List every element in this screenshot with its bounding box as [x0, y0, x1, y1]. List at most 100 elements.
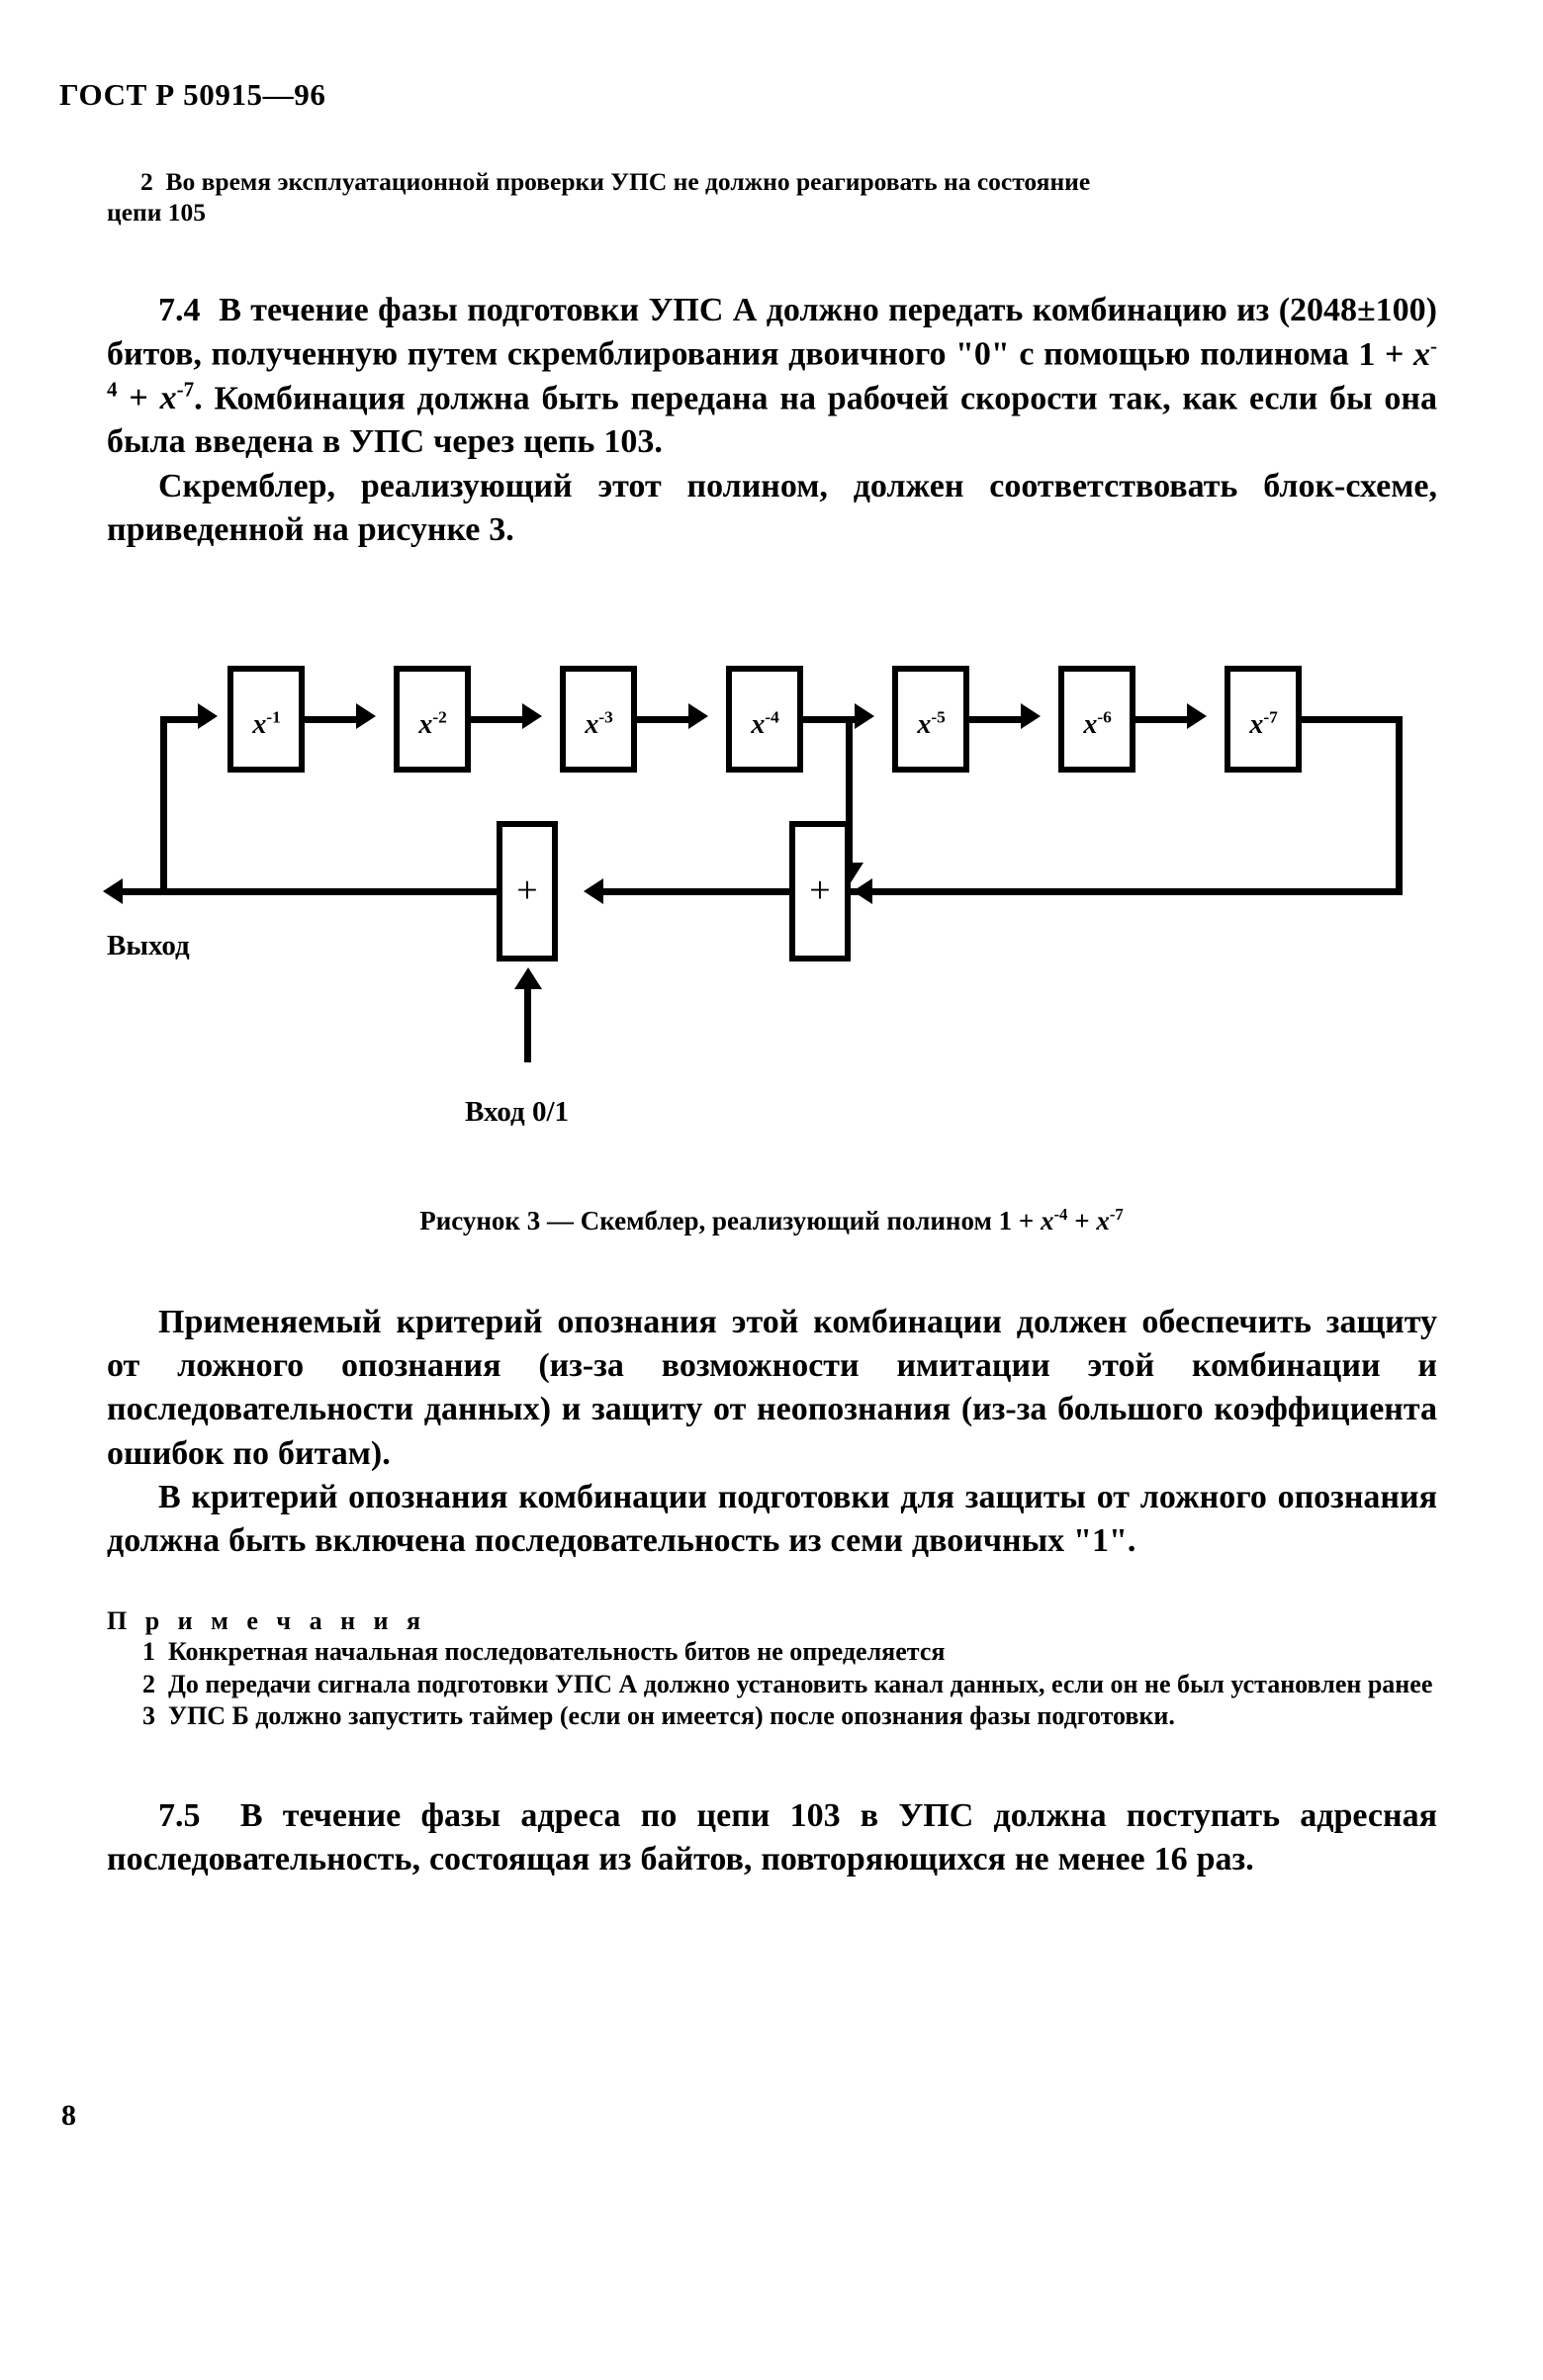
clause-7-4-number: 7.4: [158, 292, 201, 329]
register-exp-1: -1: [266, 707, 281, 727]
figure-caption-var-1: x: [1040, 1206, 1054, 1236]
wire-reg3-to-reg4: [637, 716, 694, 723]
wire-reg4-to-reg5: [803, 716, 861, 723]
figure-caption-exp-2: -7: [1109, 1205, 1124, 1224]
clause-7-5-text: В течение фазы адреса по цепи 103 в УПС …: [107, 1796, 1437, 1877]
arrowhead-output: [103, 878, 123, 904]
figure-canvas: x-1 x-2 x-3 x-4: [0, 633, 1543, 1187]
arrowhead-into-reg-6: [1021, 703, 1041, 729]
poly-plus-2: +: [129, 380, 148, 417]
wire-reg6-to-reg7: [1135, 716, 1193, 723]
clause-7-4-d-text: В критерий опознания комбинации подготов…: [107, 1478, 1437, 1559]
note-2-text: До передачи сигнала подготовки УПС А дол…: [168, 1669, 1433, 1698]
note-3-number: 3: [142, 1701, 155, 1731]
note-item-1: 1 Конкретная начальная последовательност…: [107, 1636, 1437, 1669]
page-number: 8: [61, 2099, 76, 2132]
figure-input-label: Вход 0/1: [465, 1096, 569, 1128]
shift-register-box-7: x-7: [1225, 666, 1302, 773]
wire-adder2-to-adder1: [593, 888, 789, 895]
register-exp-5: -5: [931, 707, 946, 727]
wire-reg7-to-right-rail: [1302, 716, 1403, 723]
poly-var-2: x: [159, 380, 177, 417]
clause-7-5-number: 7.5: [158, 1796, 201, 1834]
note-item-2: 2 До передачи сигнала подготовки УПС А д…: [107, 1669, 1437, 1701]
top-note-paragraph: 2 Во время эксплуатационной проверки УПС…: [107, 166, 1437, 228]
figure-caption-plus-1: +: [1018, 1206, 1035, 1236]
shift-register-label-2: x-2: [418, 708, 446, 741]
figure-3-scrambler: x-1 x-2 x-3 x-4: [0, 633, 1543, 1187]
register-exp-7: -7: [1263, 707, 1278, 727]
top-note-line2: цепи 105: [107, 198, 207, 228]
shift-register-box-5: x-5: [892, 666, 969, 773]
clause-7-4-b-text: Скремблер, реализующий этот полином, дол…: [107, 467, 1437, 548]
clause-7-4-text-before: В течение фазы подготовки УПС А должно п…: [107, 292, 1438, 373]
adder-symbol-2: +: [809, 870, 831, 912]
arrowhead-into-reg-1: [198, 703, 218, 729]
adder-box-2: +: [789, 821, 851, 961]
figure-caption-exp-1: -4: [1053, 1205, 1068, 1224]
document-body-upper: 2 Во время эксплуатационной проверки УПС…: [107, 166, 1437, 552]
spacer: [107, 1733, 1437, 1794]
notes-heading: П р и м е ч а н и я: [107, 1606, 427, 1636]
clause-7-4-c-text: Применяемый критерий опознания этой комб…: [107, 1304, 1437, 1472]
figure-output-label: Выход: [107, 930, 190, 961]
adder-box-1: +: [497, 821, 558, 961]
poly-plus-1: +: [1385, 335, 1405, 373]
tap-wire-x4-to-adder-2: [846, 716, 853, 867]
register-exp-3: -3: [598, 707, 613, 727]
wire-reg5-to-reg6: [969, 716, 1027, 723]
shift-register-label-6: x-6: [1083, 708, 1111, 741]
arrowhead-into-reg-7: [1187, 703, 1207, 729]
register-var-2: x: [418, 708, 433, 740]
figure-caption-one: 1: [998, 1206, 1013, 1236]
register-exp-6: -6: [1097, 707, 1112, 727]
clause-7-5-paragraph: 7.5 В течение фазы адреса по цепи 103 в …: [107, 1794, 1437, 1881]
arrowhead-into-reg-5: [855, 703, 874, 729]
shift-register-label-4: x-4: [751, 708, 778, 741]
poly-exp-2: -7: [176, 377, 195, 402]
note-1-number: 1: [142, 1637, 155, 1667]
register-var-4: x: [751, 708, 766, 740]
clause-7-4-c-paragraph: Применяемый критерий опознания этой комб…: [107, 1301, 1437, 1476]
polynomial-inline: 1 + x-4 + x-7: [107, 333, 1437, 417]
spacer: [107, 228, 1437, 289]
figure-caption-prefix: Рисунок 3 — Скемблер, реализующий полино…: [419, 1206, 992, 1236]
note-2-number: 2: [142, 1669, 155, 1698]
register-var-6: x: [1083, 708, 1098, 740]
arrowhead-into-reg-4: [688, 703, 708, 729]
shift-register-box-3: x-3: [560, 666, 637, 773]
top-note-number: 2: [140, 167, 153, 196]
figure-3-caption: Рисунок 3 — Скемблер, реализующий полино…: [0, 1205, 1543, 1236]
right-rail-down: [1396, 716, 1403, 894]
top-note-line1: Во время эксплуатационной проверки УПС н…: [165, 167, 1091, 196]
feedback-bus-right-segment: [851, 888, 1403, 895]
register-exp-4: -4: [765, 707, 779, 727]
shift-register-box-6: x-6: [1058, 666, 1135, 773]
input-wire-vertical: [524, 989, 531, 1062]
register-var-3: x: [585, 708, 599, 740]
shift-register-label-7: x-7: [1249, 708, 1277, 741]
spacer: [107, 1563, 1437, 1606]
note-item-3: 3 УПС Б должно запустить таймер (если он…: [107, 1700, 1437, 1733]
wire-reg2-to-reg3: [471, 716, 528, 723]
shift-register-box-4: x-4: [726, 666, 803, 773]
output-bus-left: [160, 888, 497, 895]
output-tail-wire: [121, 888, 164, 895]
poly-one: 1: [1358, 335, 1376, 373]
clause-7-4-paragraph: 7.4 В течение фазы подготовки УПС А долж…: [107, 289, 1437, 464]
arrowhead-input-into-adder-1: [514, 967, 542, 989]
register-var-1: x: [252, 708, 267, 740]
clause-7-4-b-paragraph: Скремблер, реализующий этот полином, дол…: [107, 465, 1437, 552]
clause-7-4-text-after: . Комбинация должна быть передана на раб…: [107, 380, 1438, 461]
note-1-text: Конкретная начальная последовательность …: [168, 1637, 946, 1667]
arrowhead-into-adder-1-right: [584, 878, 603, 904]
document-body-lower: Применяемый критерий опознания этой комб…: [107, 1301, 1437, 1881]
shift-register-label-3: x-3: [585, 708, 612, 741]
arrowhead-into-adder-2-right: [853, 878, 872, 904]
figure-caption-var-2: x: [1096, 1206, 1110, 1236]
poly-var-1: x: [1413, 335, 1430, 373]
feedback-left-top-wire: [160, 716, 204, 723]
note-3-text: УПС Б должно запустить таймер (если он и…: [168, 1701, 1175, 1731]
figure-caption-plus-2: +: [1074, 1206, 1090, 1236]
